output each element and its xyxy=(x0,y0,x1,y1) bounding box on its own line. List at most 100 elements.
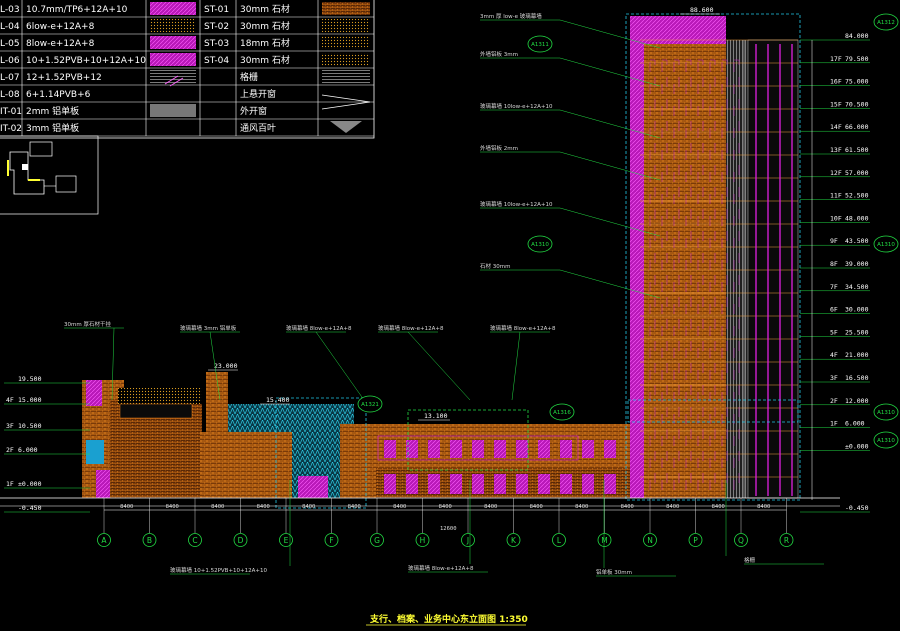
detail-tag xyxy=(527,35,553,53)
axis-bubble xyxy=(779,533,794,547)
legend-desc: 2mm 铝单板 xyxy=(26,105,79,117)
legend-code: L-05 xyxy=(0,39,20,49)
legend-code: ST-02 xyxy=(204,22,229,32)
axis-bubble xyxy=(734,533,748,547)
axis-bubble xyxy=(188,533,202,547)
level-right-value: 79.500 xyxy=(845,55,869,63)
legend-desc: 30mm 石材 xyxy=(240,54,290,66)
legend-swatch xyxy=(150,36,196,49)
level-right-value: 70.500 xyxy=(845,100,869,108)
axis-label: C xyxy=(192,536,197,545)
axis-label: F xyxy=(329,536,333,545)
axis-lines xyxy=(103,498,787,533)
axis-label: A xyxy=(101,536,107,545)
legend-swatch xyxy=(150,53,196,66)
level-right-value: 39.000 xyxy=(845,260,869,268)
note-tower: 石材 30mm xyxy=(480,262,510,270)
level-right-floor: 17F xyxy=(830,55,842,63)
note-top: 玻璃幕墙 3mm 铝单板 xyxy=(180,324,237,332)
level-right-floor: 5F xyxy=(830,328,838,336)
note-bottom: 玻璃幕墙 10+1.52PVB+10+12A+10 xyxy=(170,566,268,574)
legend-desc: 上悬开窗 xyxy=(240,88,276,100)
detail-tag xyxy=(873,235,899,253)
level-left-value: -0.450 xyxy=(18,504,42,512)
axis-bubble xyxy=(506,533,521,547)
detail-tag-label: A1311 xyxy=(531,42,549,48)
level-left: 3F xyxy=(6,422,14,430)
axis-bubble xyxy=(552,533,566,547)
axis-bubble xyxy=(97,533,111,547)
legend-swatch xyxy=(150,121,196,134)
detail-tag-label: A1310 xyxy=(877,410,895,416)
note-tower: 3mm 厚 low-e 玻璃幕墙 xyxy=(480,12,542,20)
detail-tag-label: A1310 xyxy=(531,242,549,248)
overall-dimension: 12600 xyxy=(440,526,457,532)
detail-tag-label: A1310 xyxy=(877,242,895,248)
drawing-title: 支行、档案、业务中心东立面图 1:350 xyxy=(369,613,528,625)
axis-bubble xyxy=(415,533,430,547)
level-left: 1F xyxy=(6,480,14,488)
detail-tag xyxy=(527,235,553,253)
span-dim: 8400 xyxy=(348,504,361,510)
legend-desc: 通风百叶 xyxy=(240,123,276,134)
axis-label: D xyxy=(238,536,244,545)
level-left-value: 15.000 xyxy=(18,396,42,404)
note-tower: 外墙铝板 3mm xyxy=(480,50,518,58)
level-right-value: -0.450 xyxy=(845,504,869,512)
legend-swatch xyxy=(322,70,370,83)
span-dim: 8400 xyxy=(120,504,133,510)
legend-code: L-04 xyxy=(0,22,20,32)
level-left-value: 6.000 xyxy=(18,446,38,454)
low-block-mark: 15.400 xyxy=(266,396,290,404)
axis-label: R xyxy=(784,536,789,545)
span-dim: 8400 xyxy=(621,504,634,510)
axis-bubble xyxy=(597,533,612,547)
note-tower: 外墙铝板 2mm xyxy=(480,144,518,152)
span-dim: 8400 xyxy=(393,504,406,510)
legend-swatch xyxy=(150,19,196,32)
level-right-value: 43.500 xyxy=(845,237,869,245)
legend-code: ST-03 xyxy=(204,39,229,49)
span-dim: 8400 xyxy=(530,504,543,510)
note-tower: 玻璃幕墙 10low-e+12A+10 xyxy=(480,200,553,208)
legend-code: L-08 xyxy=(0,90,20,100)
legend-desc: 8low-e+12A+8 xyxy=(26,39,95,49)
span-dim: 8400 xyxy=(439,504,452,510)
note-top: 30mm 厚石材干挂 xyxy=(64,320,111,328)
axis-bubble xyxy=(688,533,703,547)
axis-label: N xyxy=(647,536,653,545)
level-right-floor: 15F xyxy=(830,100,842,108)
note-top: 玻璃幕墙 8low-e+12A+8 xyxy=(286,324,352,332)
note-top: 玻璃幕墙 8low-e+12A+8 xyxy=(378,324,444,332)
legend-desc: 6+1.14PVB+6 xyxy=(26,90,91,100)
legend-desc: 格栅 xyxy=(240,71,258,83)
level-right-floor: 12F xyxy=(830,169,842,177)
level-right-floor: 11F xyxy=(830,192,842,200)
axis-bubble xyxy=(643,533,657,547)
level-right-value: 75.000 xyxy=(845,78,869,86)
axis-bubble xyxy=(370,533,384,547)
legend-swatch xyxy=(322,104,370,117)
axis-label: H xyxy=(420,536,426,545)
detail-tag-label: A1310 xyxy=(877,438,895,444)
level-right-value: 66.000 xyxy=(845,123,869,131)
span-dim: 8400 xyxy=(257,504,270,510)
legend-swatch xyxy=(150,87,196,100)
axis-label: J xyxy=(466,536,469,545)
legend-swatch xyxy=(150,104,196,117)
legend-code: IT-01 xyxy=(0,107,22,117)
level-right-floor: 3F xyxy=(830,374,838,382)
level-right-floor: 1F xyxy=(830,420,838,428)
axis-label: P xyxy=(693,536,698,545)
legend-code: L-06 xyxy=(0,56,20,66)
level-right-value: 61.500 xyxy=(845,146,869,154)
note-leaders xyxy=(64,19,824,577)
detail-tag xyxy=(873,431,899,449)
detail-tag-label: A1312 xyxy=(877,20,895,26)
axis-bubble xyxy=(279,533,293,547)
elevation-marks: 88.600 23.000 15.400 13.100 xyxy=(208,6,720,421)
